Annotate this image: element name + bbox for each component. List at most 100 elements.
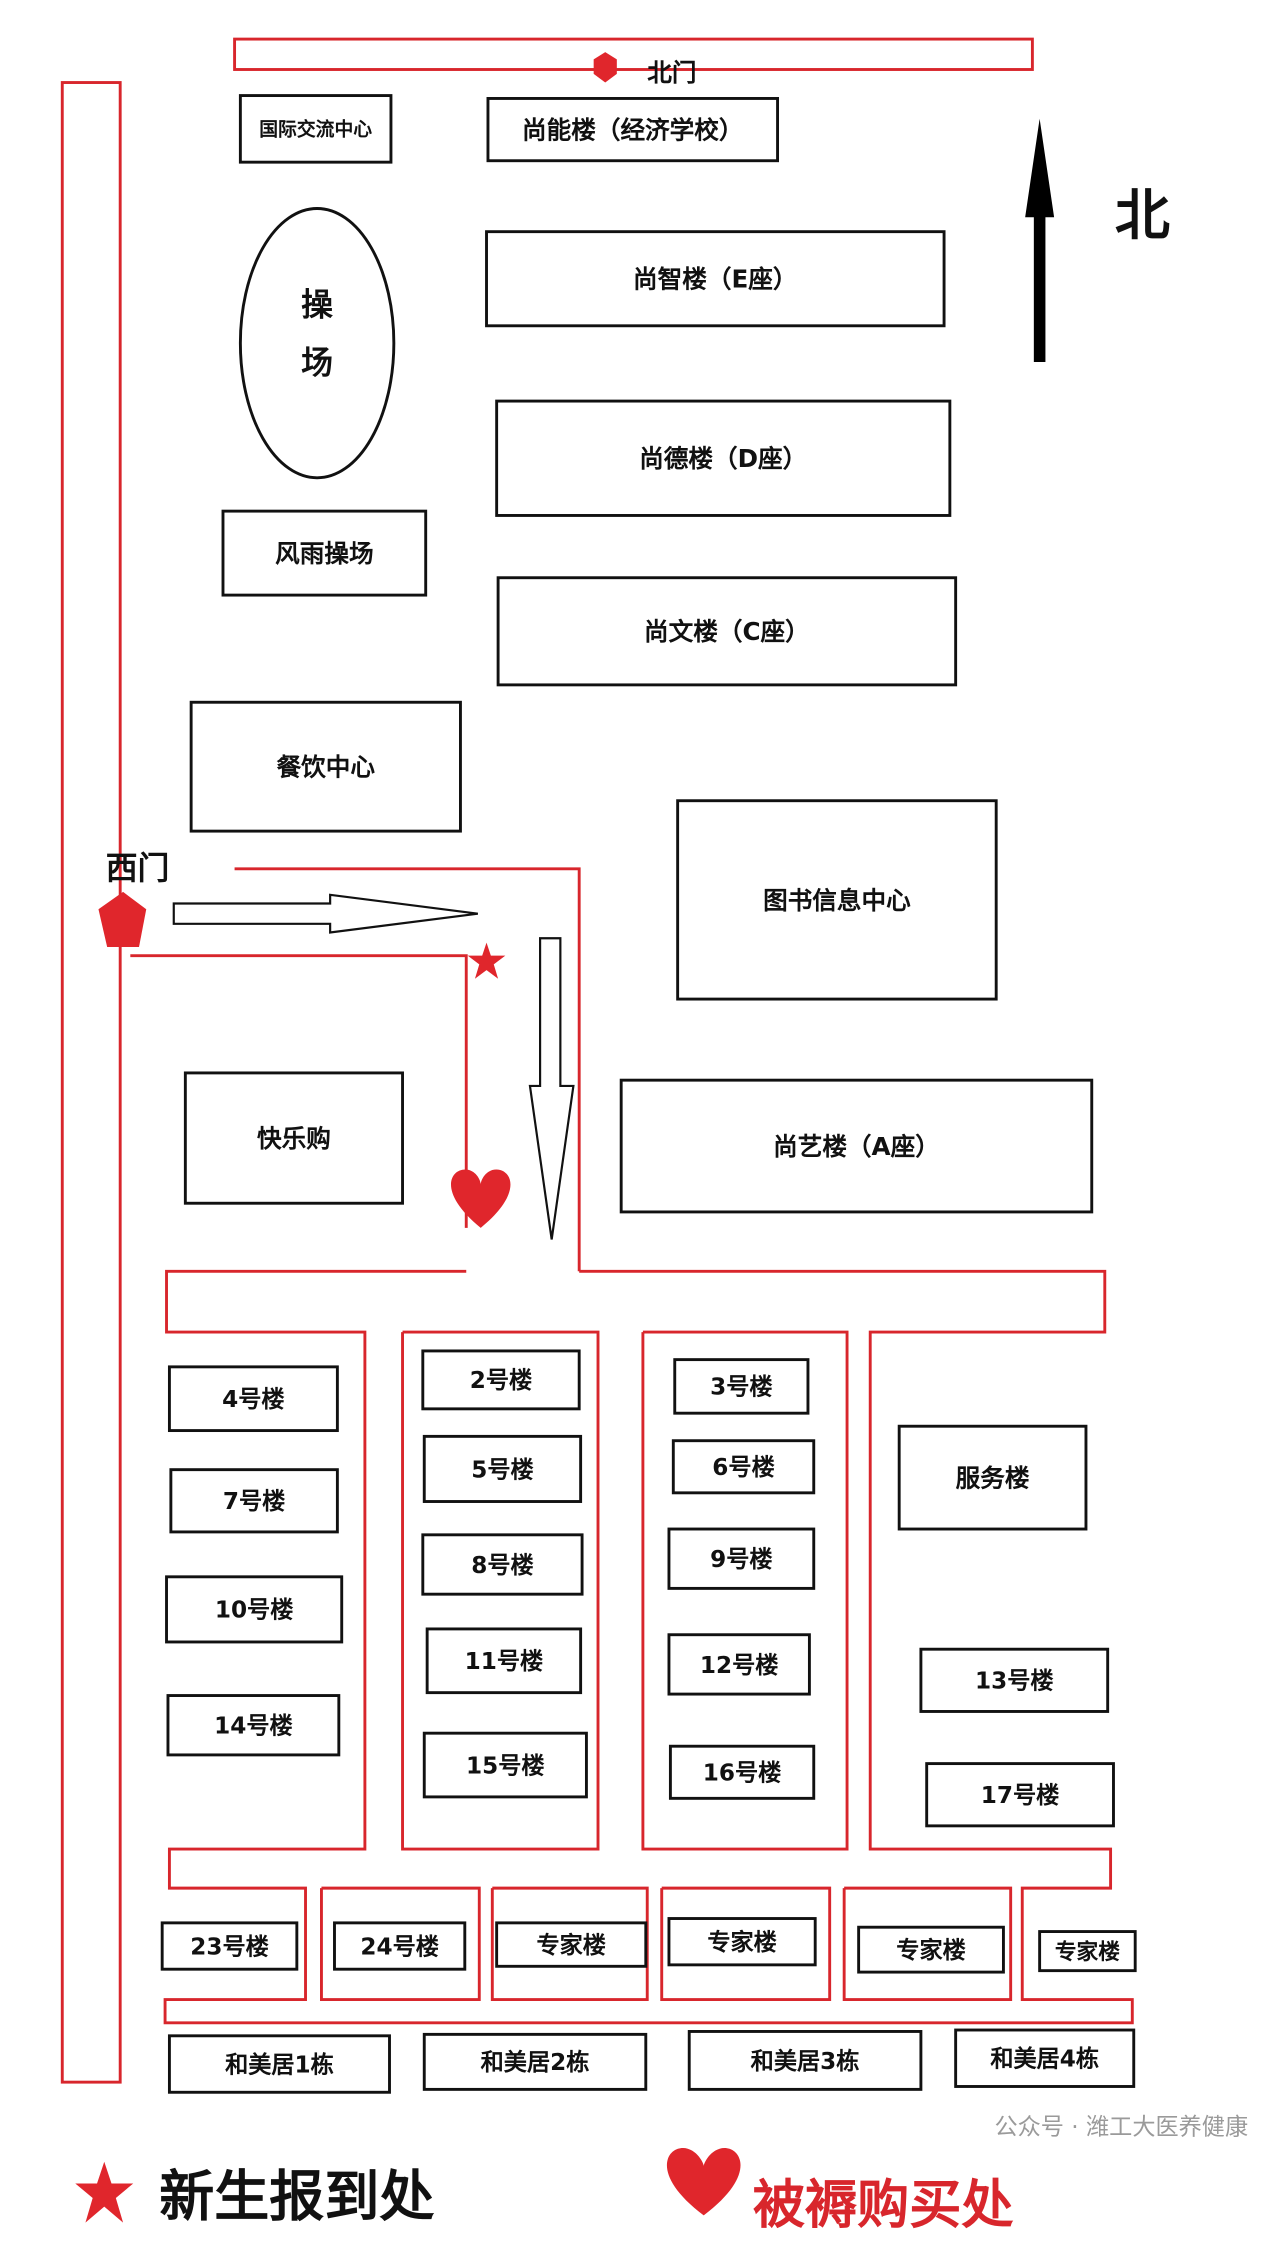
- road-to-registration-lower: [130, 954, 468, 1228]
- building-outline: [238, 94, 393, 164]
- building-label: 和美居3栋: [751, 2048, 860, 2075]
- building-b16: 16号楼: [668, 1744, 816, 1800]
- building-expert3: 专家楼: [857, 1925, 1005, 1974]
- building-label: 17号楼: [981, 1783, 1060, 1809]
- buildings: 国际交流中心尚能楼（经济学校）尚智楼（E座）尚德楼（D座）风雨操场尚文楼（C座）…: [160, 94, 1137, 2094]
- building-hemei1: 和美居1栋: [167, 2034, 391, 2094]
- building-label: 专家楼: [536, 1932, 606, 1959]
- building-outline: [165, 1575, 344, 1644]
- road-stub-2: [490, 1886, 649, 2002]
- building-label: 10号楼: [215, 1598, 294, 1624]
- building-canyin: 餐饮中心: [189, 700, 462, 833]
- building-label: 2号楼: [470, 1368, 533, 1394]
- route-arrow-south-icon: [528, 937, 575, 1240]
- building-b4: 4号楼: [167, 1365, 339, 1433]
- building-outline: [167, 2034, 391, 2094]
- watermark: 公众号 · 潍工大医养健康: [994, 2114, 1248, 2140]
- building-outline: [1038, 1930, 1137, 1973]
- building-outline: [421, 1533, 584, 1596]
- road-stub-4: [842, 1886, 1013, 2002]
- legend: 新生报到处 被褥购买处: [75, 2148, 1014, 2236]
- building-label: 8号楼: [471, 1553, 534, 1579]
- west-gate: 西门: [98, 849, 169, 947]
- building-shangde: 尚德楼（D座）: [495, 399, 952, 517]
- building-library: 图书信息中心: [676, 799, 998, 1001]
- building-b15: 15号楼: [422, 1731, 588, 1799]
- building-outline: [619, 1078, 1094, 1214]
- building-label: 24号楼: [360, 1934, 439, 1960]
- building-shangzhi: 尚智楼（E座）: [485, 230, 946, 328]
- building-b13: 13号楼: [919, 1647, 1110, 1713]
- building-label: 快乐购: [257, 1124, 331, 1153]
- building-hemei2: 和美居2栋: [422, 2032, 648, 2091]
- building-label: 14号楼: [214, 1714, 293, 1740]
- building-outline: [496, 576, 958, 687]
- building-outline: [169, 1468, 339, 1534]
- building-label: 3号楼: [710, 1375, 773, 1401]
- building-b14: 14号楼: [166, 1694, 341, 1757]
- building-outline: [422, 1731, 588, 1799]
- building-label: 和美居2栋: [481, 2049, 590, 2076]
- building-outline: [183, 1071, 404, 1205]
- building-hemei3: 和美居3栋: [687, 2030, 923, 2091]
- building-outline: [919, 1647, 1110, 1713]
- building-label: 专家楼: [707, 1929, 777, 1956]
- building-label: 专家楼: [1055, 1939, 1120, 1965]
- building-outline: [485, 230, 946, 328]
- building-label: 尚智楼（E座）: [633, 265, 797, 294]
- building-kuailegou: 快乐购: [183, 1071, 404, 1205]
- playground-oval: [238, 207, 396, 480]
- building-label: 和美居4栋: [990, 2046, 1099, 2073]
- building-label: 和美居1栋: [225, 2051, 334, 2078]
- dorm-road-col2: [641, 1330, 849, 1851]
- route-arrow-east-icon: [172, 893, 478, 934]
- building-label: 9号楼: [710, 1547, 773, 1573]
- building-label: 4号楼: [222, 1387, 285, 1413]
- building-label: 尚艺楼（A座）: [773, 1132, 940, 1161]
- building-outline: [667, 1917, 817, 1967]
- building-b2: 2号楼: [421, 1349, 581, 1411]
- registration-star-icon: [467, 942, 506, 979]
- north-indicator: 北: [1025, 118, 1170, 362]
- north-label: 北: [1115, 184, 1170, 248]
- dorm-area-road-outer: [163, 1269, 1134, 2025]
- building-expert1: 专家楼: [495, 1921, 648, 1968]
- building-outline: [422, 1434, 583, 1503]
- building-label: 尚能楼（经济学校）: [522, 115, 743, 144]
- building-label: 7号楼: [223, 1489, 286, 1515]
- building-outline: [421, 1349, 581, 1411]
- west-gate-marker-icon: [98, 891, 147, 947]
- building-outline: [667, 1633, 811, 1696]
- north-arrow-icon: [1025, 118, 1055, 362]
- building-b3: 3号楼: [673, 1358, 810, 1415]
- dorm-road-col1: [401, 1330, 600, 1851]
- building-outline: [954, 2028, 1136, 2088]
- west-road: [60, 81, 122, 2084]
- building-outline: [671, 1439, 816, 1495]
- building-outline: [676, 799, 998, 1001]
- building-b24: 24号楼: [333, 1921, 467, 1971]
- playground: 操 场: [238, 207, 396, 480]
- building-hemei4: 和美居4栋: [954, 2028, 1136, 2088]
- legend-star-icon: [75, 2161, 134, 2223]
- road-to-registration-upper: [234, 867, 581, 1272]
- building-outline: [425, 1627, 583, 1695]
- building-outline: [495, 399, 952, 517]
- building-intl-center: 国际交流中心: [238, 94, 393, 164]
- legend-bedding-label: 被褥购买处: [753, 2176, 1014, 2236]
- building-label: 16号楼: [703, 1761, 782, 1787]
- building-fengyu: 风雨操场: [221, 509, 428, 597]
- building-shangneng: 尚能楼（经济学校）: [486, 97, 780, 163]
- building-outline: [925, 1762, 1115, 1828]
- building-label: 5号楼: [471, 1457, 534, 1483]
- north-road: [233, 37, 1034, 71]
- legend-registration-label: 新生报到处: [159, 2164, 434, 2228]
- building-fuwu: 服务楼: [897, 1424, 1088, 1531]
- building-outline: [667, 1527, 816, 1590]
- building-b7: 7号楼: [169, 1468, 339, 1534]
- building-label: 餐饮中心: [277, 753, 376, 782]
- building-b5: 5号楼: [422, 1434, 583, 1503]
- building-label: 12号楼: [700, 1653, 779, 1679]
- building-b17: 17号楼: [925, 1762, 1115, 1828]
